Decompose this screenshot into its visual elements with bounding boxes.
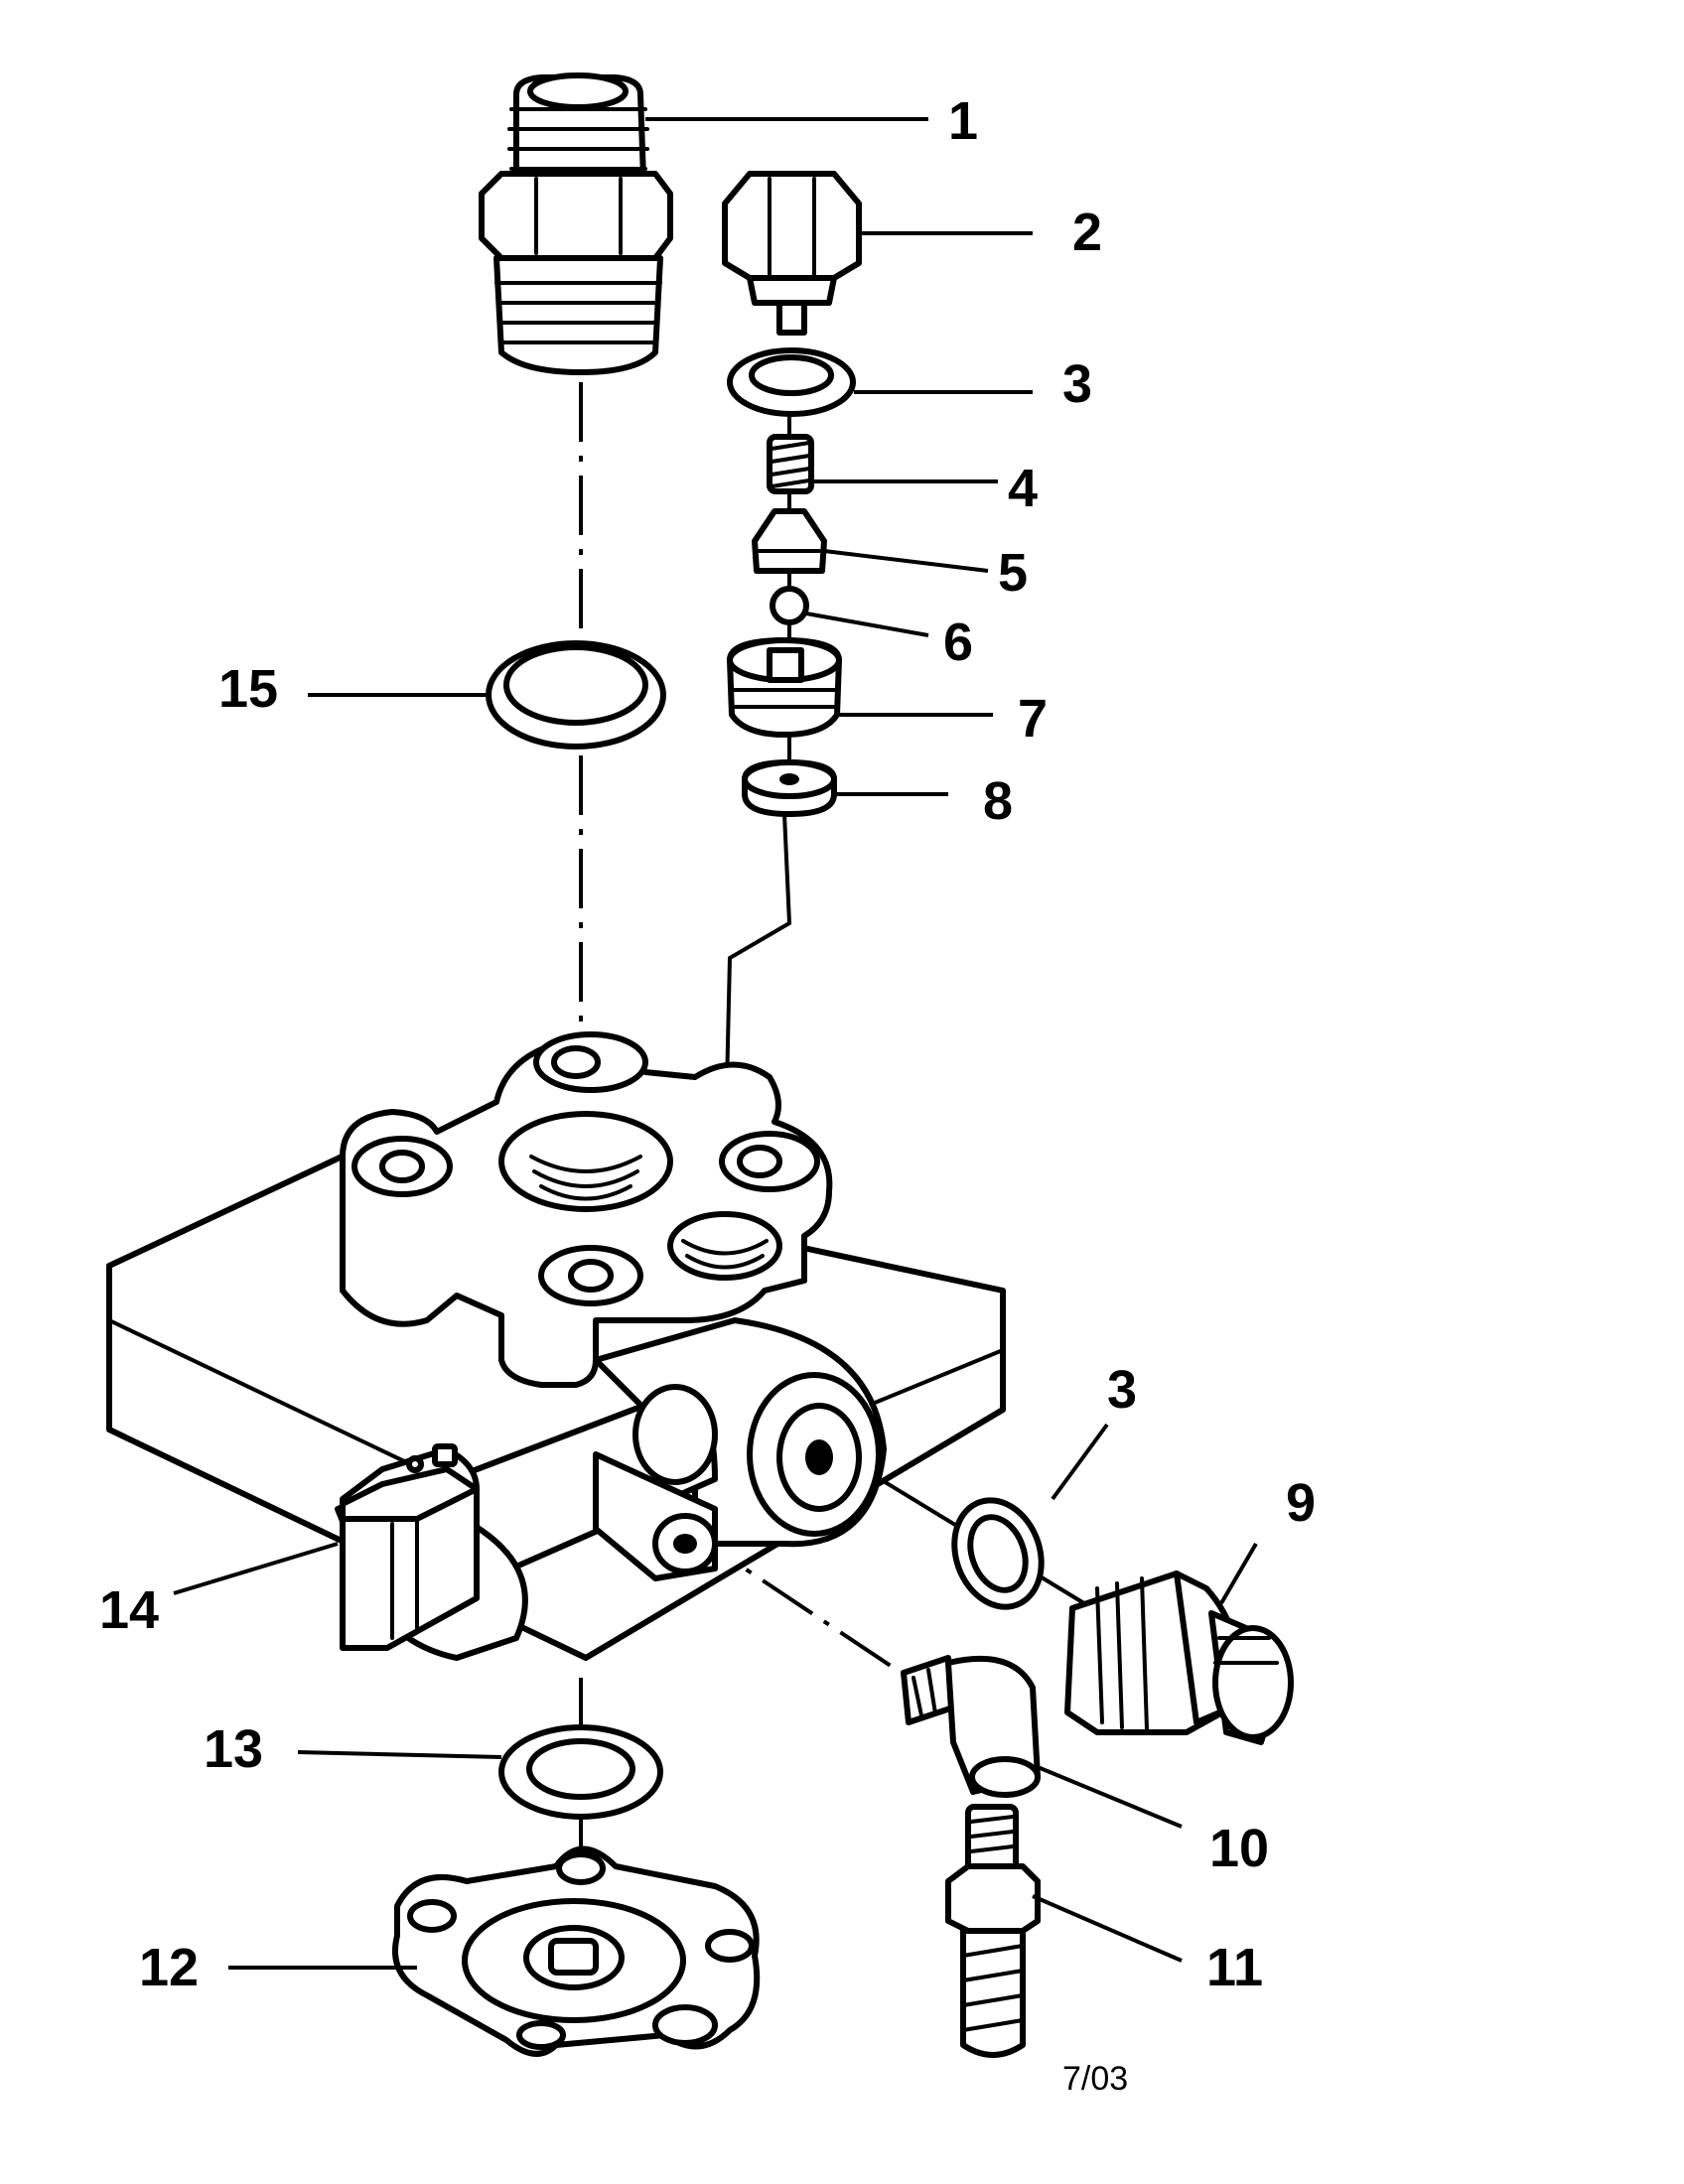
part-4-spring — [767, 434, 814, 494]
callout-15: 15 — [218, 659, 278, 719]
callout-12: 12 — [139, 1938, 199, 1997]
callout-7: 7 — [1018, 689, 1048, 749]
part-15-o-ring — [486, 640, 666, 750]
part-2-plug — [722, 171, 862, 336]
callout-1: 1 — [948, 91, 978, 151]
part-3-washer-lower — [951, 1497, 1045, 1610]
part-10-elbow — [901, 1655, 1041, 1798]
callout-labels: 1 2 3 4 5 6 7 8 15 3 9 14 13 10 12 11 — [99, 91, 1316, 1997]
callout-2: 2 — [1072, 203, 1102, 262]
part-14-knob — [340, 1443, 480, 1651]
callout-10: 10 — [1209, 1819, 1269, 1878]
callout-9: 9 — [1286, 1473, 1316, 1533]
part-6-ball — [770, 586, 809, 625]
callout-3-lower: 3 — [1107, 1360, 1137, 1420]
callout-6: 6 — [943, 613, 973, 672]
part-7-seat — [727, 637, 842, 738]
callout-8: 8 — [983, 771, 1013, 831]
part-13-washer — [498, 1724, 663, 1820]
part-12-cover-plate — [392, 1845, 761, 2057]
part-1-fitting — [479, 72, 673, 375]
revision-date: 7/03 — [1062, 2060, 1128, 2098]
callout-13: 13 — [204, 1719, 263, 1779]
callout-3-upper: 3 — [1062, 354, 1092, 414]
leader-lines — [173, 117, 1258, 1970]
callout-4: 4 — [1008, 459, 1038, 518]
pump-head-body — [106, 1031, 1006, 1661]
callout-5: 5 — [998, 543, 1028, 603]
callout-11: 11 — [1206, 1938, 1263, 1997]
callout-14: 14 — [99, 1580, 159, 1640]
part-9-fitting — [1064, 1570, 1294, 1745]
part-5-poppet — [752, 508, 827, 574]
part-8-washer — [742, 759, 837, 817]
part-11-hose-barb — [945, 1804, 1041, 2058]
part-3-washer-upper — [727, 347, 856, 417]
